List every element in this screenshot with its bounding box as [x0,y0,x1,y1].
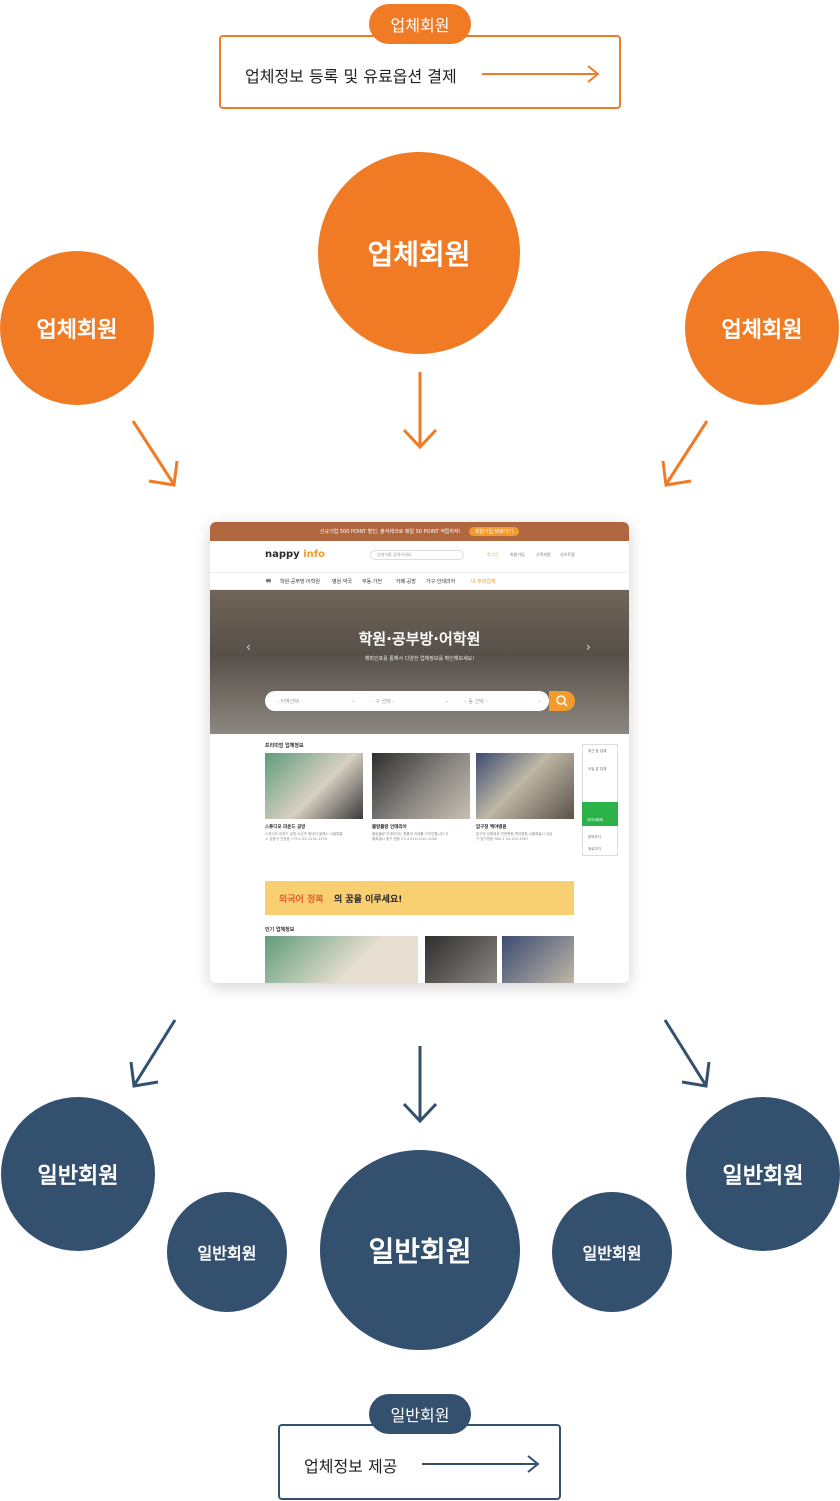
card-image-3[interactable] [476,753,574,819]
nav-item-furniture[interactable]: 가구·인테리어 [426,579,456,585]
select-gu[interactable]: - 구 선택 - [372,699,395,705]
chevron-right-icon[interactable]: › [586,640,591,654]
general-member-circle-near-left: 일반회원 [167,1192,287,1312]
mockup-top-banner: 신규기업 500 POINT 할인, 출석체크로 매일 50 POINT 적립하… [210,522,629,541]
bottom-badge: 일반회원 [369,1394,471,1434]
business-member-circle-left: 업체회원 [0,251,154,405]
mockup-hero [210,590,629,734]
select-dong[interactable]: - 동 선택 - [465,699,488,705]
mockup-hero-subtitle: 해피인포를 통해서 다양한 업체정보를 확인해보세요! [364,656,475,662]
top-info-text: 업체정보 등록 및 유료옵션 결제 [245,67,457,86]
arrow-down-icon [402,1046,438,1124]
mockup-signup-button[interactable]: 회원가입 바로가기 [468,527,520,536]
logo-main-text: nappy [265,549,300,560]
util-link-support[interactable]: 고객지원 [536,552,551,557]
select-region[interactable]: - 지역선택 - [277,699,303,705]
business-member-circle-right: 업체회원 [685,251,839,405]
logo-accent-text: info [303,549,325,560]
nav-item-cafe[interactable]: 카페·공방 [396,579,416,585]
menu-icon[interactable]: ≡ [265,576,272,585]
chevron-down-icon: ⌄ [351,698,356,704]
bottom-info-text: 업체정보 제공 [304,1457,398,1476]
card-image-1[interactable] [265,753,363,819]
mockup-nav: ≡ 학원·공부방·어학원 병원·약국 부동·가전 카페·공방 가구·인테리어 내… [210,572,629,590]
general-member-circle-far-left: 일반회원 [1,1097,155,1251]
bottom-info-box: 업체정보 제공 [278,1424,561,1500]
card-title-1[interactable]: 스튜디오 라운드 공방 [265,825,306,830]
general-member-circle-center: 일반회원 [320,1150,520,1350]
mockup-hero-title: 학원·공부방·어학원 [358,630,481,648]
util-link-sitemap[interactable]: 사이트맵 [560,552,575,557]
side-item-inquiry[interactable]: 문의하기 [588,835,601,839]
side-item-top[interactable]: 위로가기 [588,847,601,851]
side-item-today[interactable]: 오늘 본 업체 [588,767,607,771]
chevron-down-icon: ⌄ [445,698,450,704]
card-desc-1: 스튜디오 라운드 공방 소규모 원데이 클래스 서울특별시 강동구 천호동 17… [265,832,343,841]
banner-accent-text: 외국어 정복 [279,895,324,905]
card-desc-2: 블랑블랑 인테리어는 원룸과 카페를 디자인합니다 서울특별시 중구 명동 23… [372,832,449,841]
arrow-down-left-icon [661,420,709,487]
card-desc-3: 압구정 성형외과 전문병원 백야병원 서울특별시 강남구 압구정동 389-1 … [476,832,553,841]
card-title-3[interactable]: 압구정 백야병원 [476,825,507,830]
chevron-down-icon: ⌄ [537,698,542,704]
side-item-recent[interactable]: 최근 본 업체 [588,749,607,753]
nav-item-nearby[interactable]: 내 주위업체 [471,579,496,585]
arrow-down-right-icon [663,1019,711,1088]
side-item-talk[interactable]: 네이버톡톡 [582,802,618,826]
arrow-down-right-icon [131,420,179,487]
nav-item-academy[interactable]: 학원·공부방·어학원 [280,579,320,585]
business-member-circle-center: 업체회원 [318,152,520,354]
search-button[interactable] [549,691,575,711]
premium-section-title: 프리미엄 업체정보 [265,743,304,749]
nav-item-realestate[interactable]: 부동·가전 [362,579,382,585]
popular-image-2[interactable] [425,936,497,983]
general-member-circle-far-right: 일반회원 [686,1097,840,1251]
general-member-circle-near-right: 일반회원 [552,1192,672,1312]
mockup-side-panel: 최근 본 업체 오늘 본 업체 문의하기 위로가기 [582,744,618,856]
mockup-ad-banner[interactable] [265,881,574,915]
popular-image-1[interactable] [265,936,418,983]
arrow-right-icon [422,1455,540,1473]
mockup-logo[interactable]: nappy info [265,549,325,560]
banner-text: 의 꿈을 이루세요! [334,895,403,905]
arrow-right-icon [482,65,600,83]
mockup-search-input[interactable]: 업체이름 검색하세요 [370,550,464,560]
side-item-talk-label: 네이버톡톡 [587,818,604,822]
popular-image-3[interactable] [502,936,574,983]
search-icon [556,695,568,707]
chevron-left-icon[interactable]: ‹ [246,640,251,654]
top-badge: 업체회원 [369,4,471,44]
top-info-box: 업체정보 등록 및 유료옵션 결제 [219,35,621,109]
util-link-login[interactable]: 로그인 [487,552,499,557]
popular-section-title: 인기 업체정보 [265,927,295,933]
card-title-2[interactable]: 블랑블랑 인테리어 [372,825,407,830]
nav-item-hospital[interactable]: 병원·약국 [332,579,352,585]
mockup-select-bar: - 지역선택 - ⌄ - 구 선택 - ⌄ - 동 선택 - ⌄ [265,691,549,711]
mockup-top-banner-text: 신규기업 500 POINT 할인, 출석체크로 매일 50 POINT 적립하… [319,529,461,535]
website-mockup: 신규기업 500 POINT 할인, 출석체크로 매일 50 POINT 적립하… [210,522,629,983]
card-image-2[interactable] [372,753,470,819]
arrow-down-icon [402,372,438,450]
arrow-down-left-icon [129,1019,177,1088]
util-link-join[interactable]: 회원가입 [510,552,525,557]
